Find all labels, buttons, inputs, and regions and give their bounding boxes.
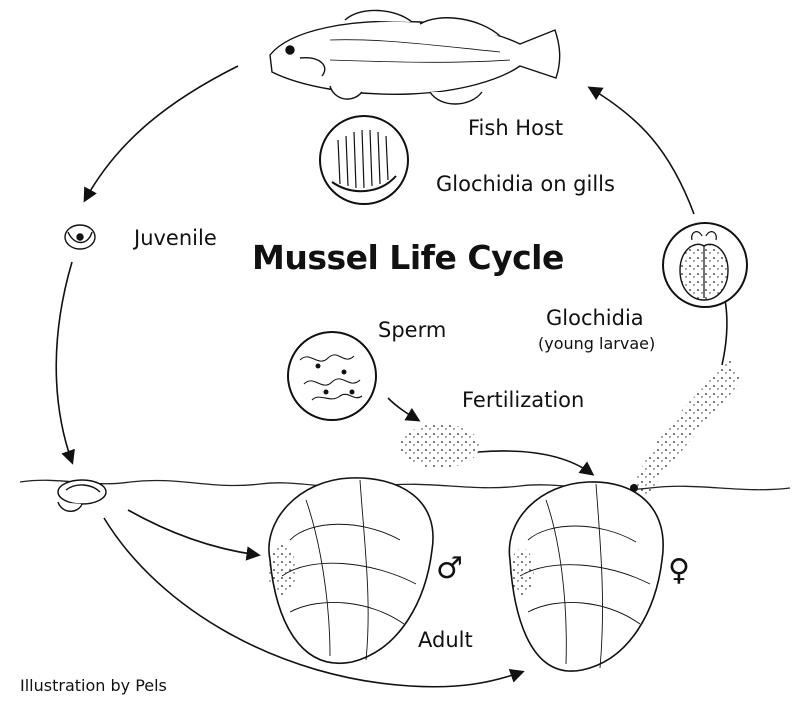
arrow-fertilization-to-female — [477, 450, 595, 476]
male-adult-mussel-illustration — [268, 477, 434, 665]
label-fish-host: Fish Host — [468, 116, 564, 140]
label-glochidia-on-gills: Glochidia on gills — [436, 172, 615, 196]
label-sperm: Sperm — [378, 318, 447, 342]
arrow-glochidia-to-fish — [587, 86, 695, 215]
arrow-juvenile-to-male-adult — [127, 509, 261, 561]
diagram-title: Mussel Life Cycle — [252, 238, 564, 277]
male-symbol: ♂ — [436, 551, 463, 586]
juvenile-mussel-illustration — [64, 224, 96, 250]
sperm-illustration — [287, 331, 377, 421]
glochidia-illustration — [662, 222, 748, 308]
arrow-juvenile-down — [55, 261, 75, 465]
glochidia-release-plume — [632, 360, 742, 496]
label-glochidia: Glochidia — [546, 306, 644, 330]
label-glochidia-note: (young larvae) — [538, 334, 656, 353]
arrow-fish-to-juvenile — [83, 65, 239, 203]
gills-illustration — [319, 115, 409, 205]
label-adult: Adult — [418, 628, 473, 652]
label-juvenile: Juvenile — [134, 226, 217, 250]
juvenile-on-substrate-illustration — [57, 479, 107, 512]
arrow-sperm-to-fertilization — [387, 397, 421, 422]
arrow-juvenile-to-female-adult — [103, 517, 525, 688]
label-fertilization: Fertilization — [462, 388, 585, 412]
female-adult-mussel-illustration — [508, 481, 664, 672]
illustration-credit: Illustration by Pels — [20, 676, 167, 695]
fertilization-cloud — [400, 424, 480, 468]
fish-host-illustration — [269, 9, 561, 105]
female-symbol: ♀ — [668, 553, 690, 588]
